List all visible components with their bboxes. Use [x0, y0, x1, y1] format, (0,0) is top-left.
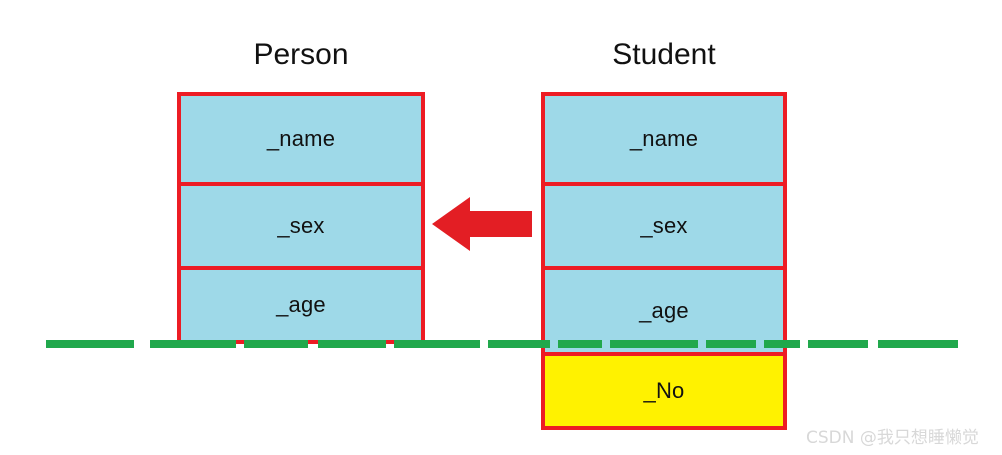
field-row-student-age: _age [545, 266, 783, 352]
field-row-person-age: _age [181, 266, 421, 340]
inheritance-arrow-icon [432, 197, 532, 251]
field-label-student-name: _name [629, 126, 699, 151]
field-row-student-no: _No [545, 352, 783, 426]
field-label-student-age: _age [639, 298, 689, 323]
field-label-person-name: _name [266, 126, 336, 151]
class-box-person: _name _sex _age [177, 92, 425, 344]
field-label-person-sex: _sex [277, 213, 325, 238]
field-label-student-sex: _sex [640, 213, 688, 238]
csdn-watermark: CSDN @我只想睡懒觉 [806, 428, 979, 448]
field-row-person-sex: _sex [181, 182, 421, 266]
class-title-person: Person [253, 38, 349, 71]
field-label-person-age: _age [276, 292, 326, 317]
field-row-student-sex: _sex [545, 182, 783, 266]
class-box-student: _name _sex _age _No [541, 92, 787, 430]
class-title-student: Student [612, 38, 716, 71]
field-row-person-name: _name [181, 96, 421, 182]
field-label-student-no: _No [643, 378, 685, 403]
field-row-student-name: _name [545, 96, 783, 182]
member-boundary-line [46, 340, 958, 348]
